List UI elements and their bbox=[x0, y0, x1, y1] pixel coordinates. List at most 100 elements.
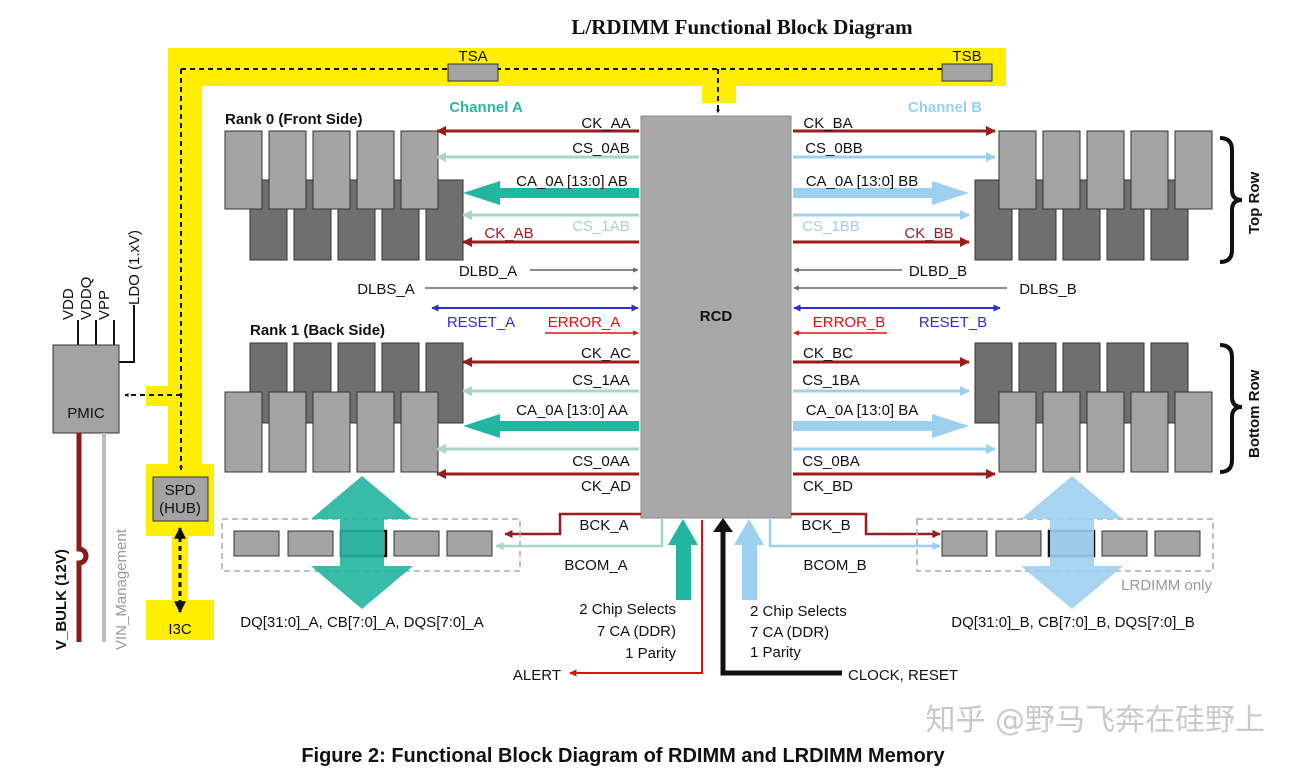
bcom-a-label: BCOM_A bbox=[564, 557, 627, 574]
bottom-right-front-chip-1 bbox=[998, 391, 1037, 473]
channel-a-signals: CK_AA CS_0AB CA_0A [13:0] AB CS_1AB CK_A… bbox=[357, 115, 664, 574]
top-right-front-chip-1 bbox=[998, 130, 1037, 210]
cs-1aa-label: CS_1AA bbox=[572, 372, 630, 389]
host-a-line-3: 1 Parity bbox=[625, 645, 676, 662]
rcd-label: RCD bbox=[700, 308, 733, 325]
dlbs-b-label: DLBS_B bbox=[1019, 281, 1077, 298]
vddq-label: VDDQ bbox=[78, 277, 95, 320]
channel-b-signals: CK_BA CS_0BB CA_0A [13:0] BB CS_1BB CK_B… bbox=[768, 115, 1077, 574]
rank0-label: Rank 0 (Front Side) bbox=[225, 111, 363, 128]
dq-a-label: DQ[31:0]_A, CB[7:0]_A, DQS[7:0]_A bbox=[240, 614, 483, 631]
bottom-right-front-chip-2 bbox=[1042, 391, 1081, 473]
dlbs-a-label: DLBS_A bbox=[357, 281, 415, 298]
bck-b-label: BCK_B bbox=[801, 517, 850, 534]
host-inputs: 2 Chip Selects 7 CA (DDR) 1 Parity 2 Chi… bbox=[513, 518, 958, 684]
host-b-line-2: 7 CA (DDR) bbox=[750, 624, 829, 641]
bottom-row-brace: Bottom Row bbox=[1219, 343, 1263, 474]
channel-b-label: Channel B bbox=[908, 99, 982, 116]
figure-caption: Figure 2: Functional Block Diagram of RD… bbox=[301, 745, 945, 767]
data-bus-a-arrow bbox=[311, 476, 413, 609]
tsa-label: TSA bbox=[458, 48, 487, 65]
cs-1ba-label: CS_1BA bbox=[802, 372, 860, 389]
top-left-front-chip-5 bbox=[400, 130, 439, 210]
spd-label: SPD bbox=[165, 482, 196, 499]
lrdimm-only-label: LRDIMM only bbox=[1121, 577, 1212, 594]
tsb-label: TSB bbox=[952, 48, 981, 65]
cs-0aa-label: CS_0AA bbox=[572, 453, 630, 470]
cs-1bb-label: CS_1BB bbox=[802, 218, 860, 235]
top-row-label: Top Row bbox=[1246, 171, 1263, 234]
bottom-right-back-chip-1 bbox=[974, 342, 1013, 424]
top-left-front-chip-2 bbox=[268, 130, 307, 210]
top-row-brace: Top Row bbox=[1219, 136, 1263, 264]
top-right-front-chip-4 bbox=[1130, 130, 1169, 210]
vin-management-label: VIN_Management bbox=[113, 528, 130, 650]
bottom-right-front-chip-4 bbox=[1130, 391, 1169, 473]
bck-a-label: BCK_A bbox=[579, 517, 628, 534]
top-left-front-chip-4 bbox=[356, 130, 395, 210]
vbulk-label: V_BULK (12V) bbox=[53, 549, 70, 650]
ldo-label: LDO (1.xV) bbox=[126, 230, 143, 305]
vdd-label: VDD bbox=[60, 288, 77, 320]
rank1-label: Rank 1 (Back Side) bbox=[250, 322, 385, 339]
thermal-sensor-a: TSA bbox=[447, 48, 499, 82]
top-left-front-chip-3 bbox=[312, 130, 351, 210]
ck-bc-label: CK_BC bbox=[803, 345, 853, 362]
dlbd-b-label: DLBD_B bbox=[909, 263, 967, 280]
spd-hub: SPD (HUB) bbox=[152, 476, 209, 522]
watermark: 知乎 @野马飞奔在硅野上 bbox=[925, 703, 1265, 738]
top-right-front-chip-3 bbox=[1086, 130, 1125, 210]
ca-0a-bb-label: CA_0A [13:0] BB bbox=[806, 173, 919, 190]
ck-ac-label: CK_AC bbox=[581, 345, 631, 362]
bottom-right-front-chip-5 bbox=[1174, 391, 1213, 473]
host-a-line-2: 7 CA (DDR) bbox=[597, 623, 676, 640]
top-right-front-chip-5 bbox=[1174, 130, 1213, 210]
ca-0a-aa-label: CA_0A [13:0] AA bbox=[516, 402, 628, 419]
top-right-front-chip-2 bbox=[1042, 130, 1081, 210]
cs-0ab-label: CS_0AB bbox=[572, 140, 630, 157]
bottom-row-label: Bottom Row bbox=[1246, 369, 1263, 458]
pmic-block: PMIC VDD VDDQ VPP LDO (1.xV) bbox=[52, 230, 143, 434]
cs-0ba-label: CS_0BA bbox=[802, 453, 860, 470]
host-b-line-1: 2 Chip Selects bbox=[750, 603, 847, 620]
channel-a-label: Channel A bbox=[449, 99, 523, 116]
cs-0bb-label: CS_0BB bbox=[805, 140, 863, 157]
ca-0a-ba-label: CA_0A [13:0] BA bbox=[806, 402, 919, 419]
data-bus-b-arrow bbox=[1021, 476, 1123, 609]
reset-b-label: RESET_B bbox=[919, 314, 987, 331]
power-inputs: V_BULK (12V) VIN_Management bbox=[53, 433, 130, 650]
error-b-label: ERROR_B bbox=[813, 314, 886, 331]
bottom-right-front-chip-3 bbox=[1086, 391, 1125, 473]
bcom-b-label: BCOM_B bbox=[803, 557, 866, 574]
ca-0a-ab-label: CA_0A [13:0] AB bbox=[516, 173, 628, 190]
vpp-label: VPP bbox=[96, 290, 113, 320]
i3c-label: I3C bbox=[168, 621, 192, 638]
dlbd-a-label: DLBD_A bbox=[459, 263, 517, 280]
thermal-sensor-b: TSB bbox=[941, 48, 993, 82]
dq-b-label: DQ[31:0]_B, CB[7:0]_B, DQS[7:0]_B bbox=[951, 614, 1194, 631]
host-b-line-3: 1 Parity bbox=[750, 644, 801, 661]
host-a-line-1: 2 Chip Selects bbox=[579, 601, 676, 618]
bottom-left-front-chip-1 bbox=[224, 391, 263, 473]
top-left-front-chip-1 bbox=[224, 130, 263, 210]
ck-bd-label: CK_BD bbox=[803, 478, 853, 495]
ck-aa-label: CK_AA bbox=[581, 115, 630, 132]
reset-a-label: RESET_A bbox=[447, 314, 515, 331]
ck-ab-label: CK_AB bbox=[484, 225, 533, 242]
error-a-label: ERROR_A bbox=[548, 314, 621, 331]
alert-label: ALERT bbox=[513, 667, 561, 684]
bottom-left-front-chip-4 bbox=[356, 391, 395, 473]
pmic-label: PMIC bbox=[67, 405, 105, 422]
ck-ad-label: CK_AD bbox=[581, 478, 631, 495]
hub-label: (HUB) bbox=[159, 500, 201, 517]
bottom-left-front-chip-3 bbox=[312, 391, 351, 473]
bottom-left-front-chip-5 bbox=[400, 391, 439, 473]
clock-reset-label: CLOCK, RESET bbox=[848, 667, 958, 684]
bottom-left-front-chip-2 bbox=[268, 391, 307, 473]
dram-chips bbox=[224, 130, 1213, 473]
ck-ba-label: CK_BA bbox=[803, 115, 852, 132]
cs-1ab-label: CS_1AB bbox=[572, 218, 630, 235]
diagram-title: L/RDIMM Functional Block Diagram bbox=[571, 15, 913, 39]
ck-bb-label: CK_BB bbox=[904, 225, 953, 242]
